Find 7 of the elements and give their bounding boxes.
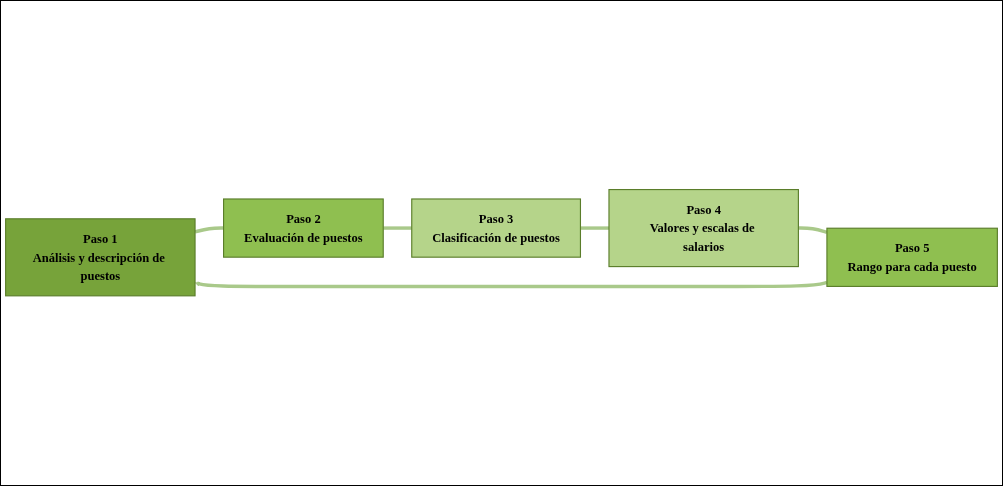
node-box: Paso 2 Evaluación de puestos <box>223 198 384 259</box>
node-box: Paso 5 Rango para cada puesto <box>826 227 998 288</box>
node-box: Paso 3 Clasificación de puestos <box>411 198 582 259</box>
node-box: Paso 1 Análisis y descripción de puestos <box>5 218 196 297</box>
connector <box>383 226 412 231</box>
connector <box>580 226 609 231</box>
node-box: Paso 4 Valores y escalas de salarios <box>608 189 799 268</box>
